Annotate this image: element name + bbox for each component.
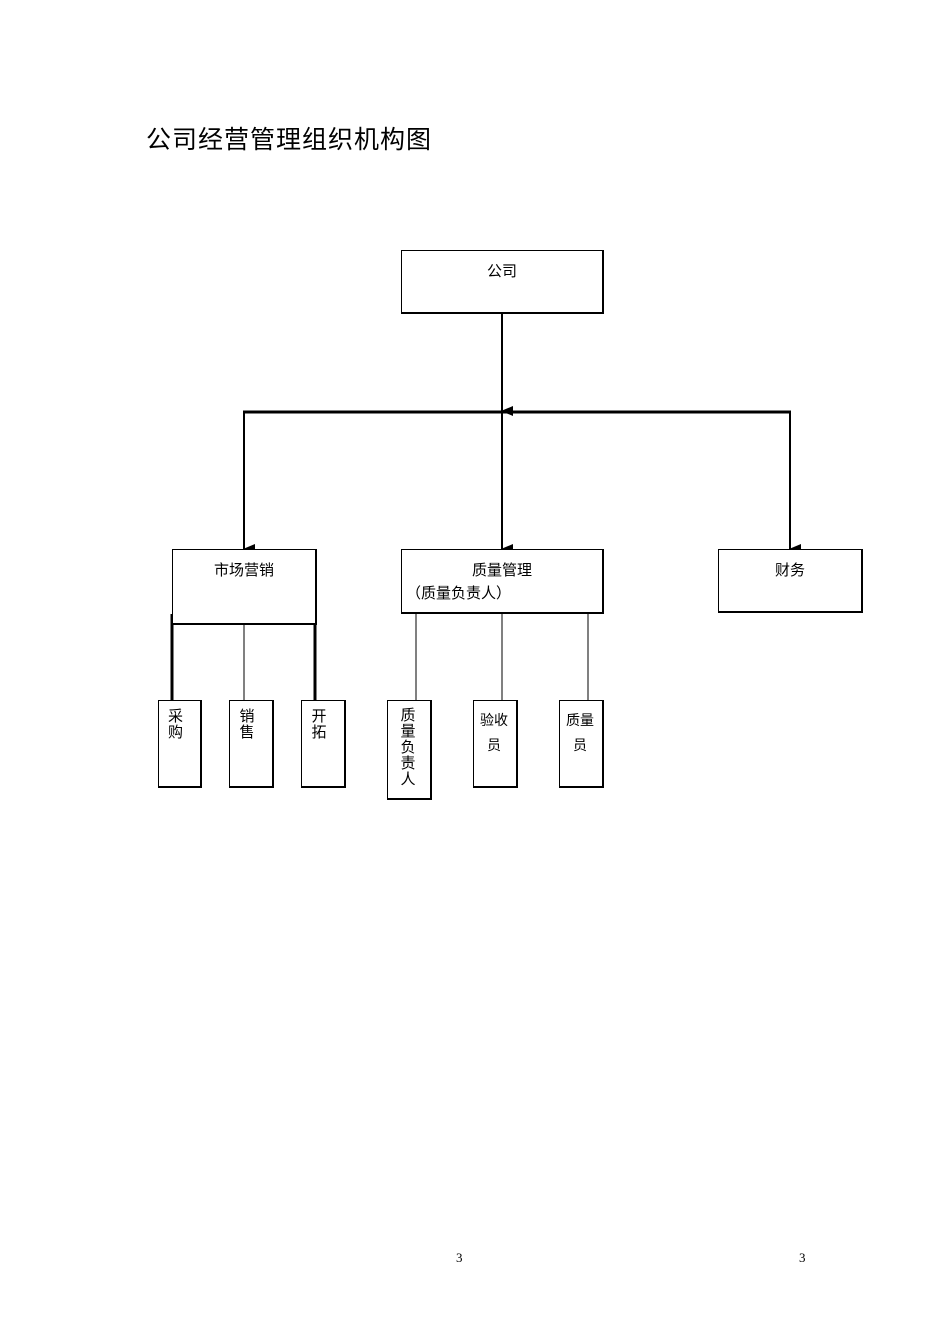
node-finance: 财务	[718, 549, 863, 613]
node-expand-label: 开拓	[311, 707, 327, 741]
node-quality-sublabel: （质量负责人）	[406, 584, 512, 602]
node-company-label: 公司	[486, 262, 517, 280]
node-inspector: 验收员	[473, 700, 518, 788]
page-number-right: 3	[799, 1250, 806, 1265]
node-quality-label: 质量管理	[471, 561, 532, 579]
node-sales-label: 销售	[239, 707, 255, 741]
node-inspector-label: 验收员	[480, 713, 508, 754]
node-quality-staff: 质量员	[559, 700, 604, 788]
node-expand: 开拓	[301, 700, 346, 788]
node-finance-label: 财务	[774, 561, 805, 579]
node-quality: 质量管理 （质量负责人）	[401, 549, 604, 614]
node-purchase: 采购	[158, 700, 202, 788]
node-sales: 销售	[229, 700, 274, 788]
node-company: 公司	[401, 250, 604, 314]
node-marketing-label: 市场营销	[213, 561, 274, 579]
page-title: 公司经营管理组织机构图	[146, 125, 433, 154]
node-purchase-label: 采购	[167, 707, 183, 741]
node-quality-lead: 质量负责人	[387, 700, 432, 800]
node-marketing: 市场营销	[172, 549, 317, 625]
page-number-center: 3	[456, 1250, 463, 1265]
node-quality-lead-label: 质量负责人	[400, 706, 416, 788]
node-quality-staff-label: 质量员	[566, 713, 594, 754]
